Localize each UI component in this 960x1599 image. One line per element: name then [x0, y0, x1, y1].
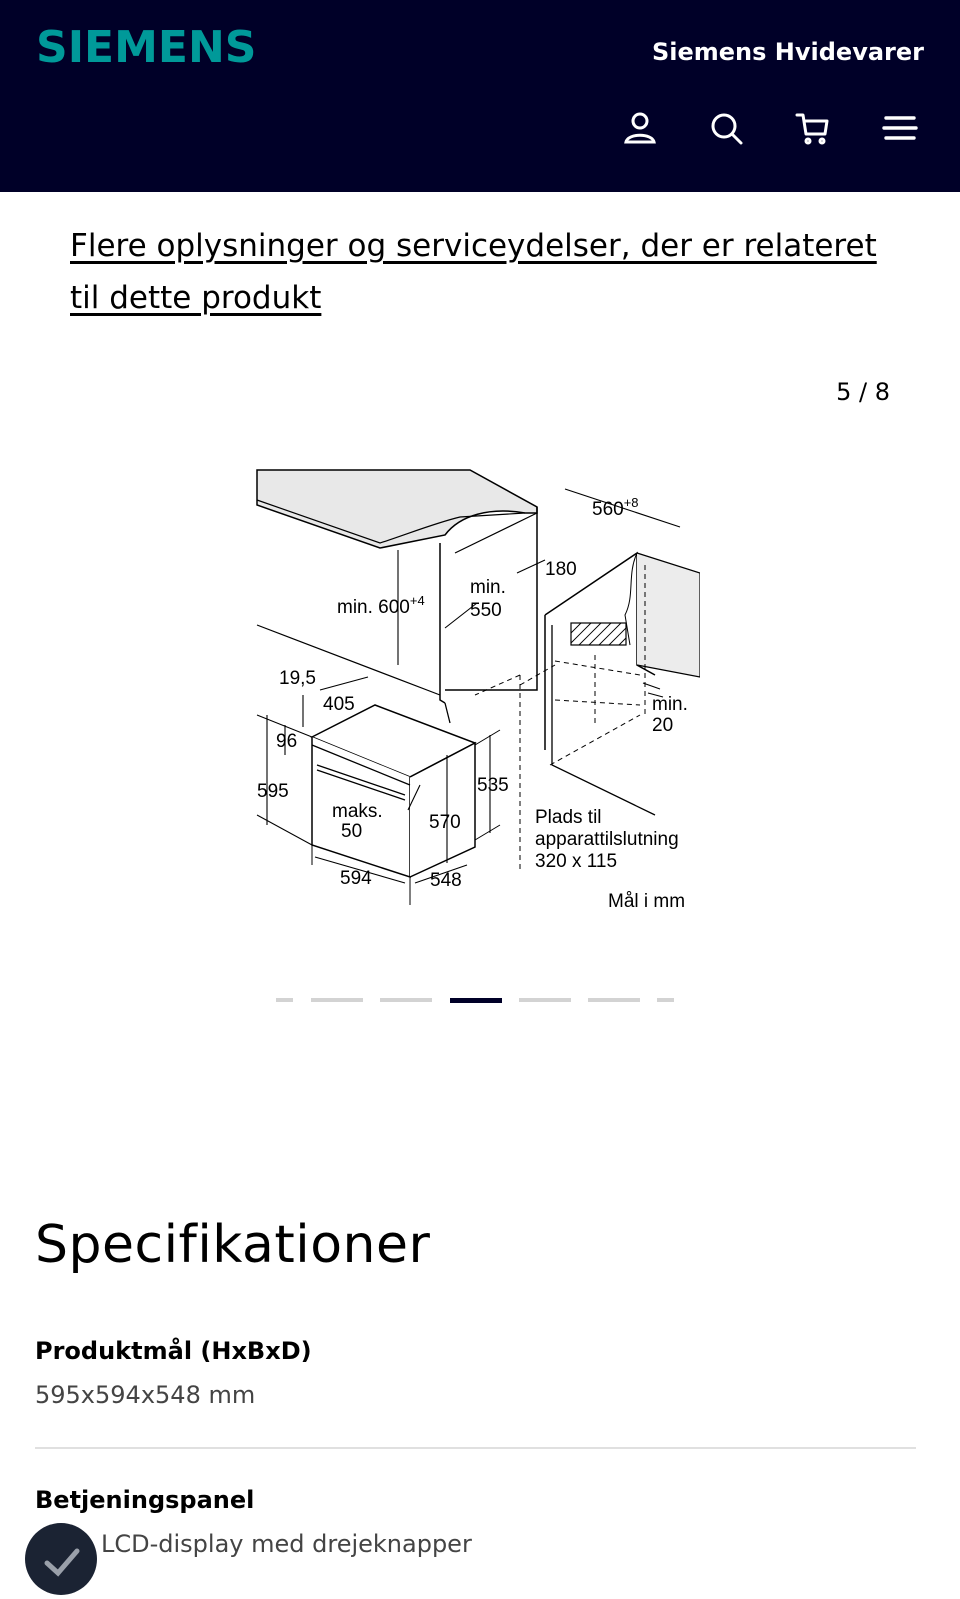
pagination-dot[interactable] [276, 998, 293, 1002]
svg-text:180: 180 [545, 559, 577, 580]
svg-text:min.: min. [652, 694, 688, 715]
diagram-labels: 560+8 180 min. 600+4 min. 550 19,5 405 9… [257, 495, 688, 912]
gallery-counter: 5 / 8 [836, 378, 890, 406]
svg-text:560+8: 560+8 [592, 495, 639, 520]
pagination-dot[interactable] [519, 998, 571, 1002]
svg-text:Plads til: Plads til [535, 807, 602, 828]
trust-badge-icon[interactable] [25, 1523, 97, 1595]
svg-text:20: 20 [652, 715, 673, 736]
svg-text:96: 96 [276, 731, 297, 752]
spec-divider [35, 1447, 916, 1449]
siemens-logo[interactable]: SIEMENS [36, 22, 257, 73]
svg-text:50: 50 [341, 821, 362, 842]
svg-text:min. 600+4: min. 600+4 [337, 593, 425, 618]
pagination-dot[interactable] [588, 998, 640, 1002]
svg-text:405: 405 [323, 694, 355, 715]
svg-text:550: 550 [470, 600, 502, 621]
spec-value-dimensions: 595x594x548 mm [35, 1381, 256, 1409]
svg-text:535: 535 [477, 775, 509, 796]
store-name[interactable]: Siemens Hvidevarer [651, 38, 924, 66]
svg-text:594: 594 [340, 868, 372, 889]
svg-text:548: 548 [430, 870, 462, 891]
search-icon[interactable] [706, 108, 746, 148]
svg-text:Mål i mm: Mål i mm [608, 891, 685, 912]
spec-label-dimensions: Produktmål (HxBxD) [35, 1337, 312, 1365]
pagination-dot[interactable] [380, 998, 432, 1002]
pagination-dot[interactable] [657, 998, 674, 1002]
svg-text:maks.: maks. [332, 801, 383, 822]
svg-text:320 x 115: 320 x 115 [535, 851, 617, 872]
svg-text:570: 570 [429, 812, 461, 833]
svg-text:apparattilslutning: apparattilslutning [535, 829, 679, 850]
installation-diagram[interactable]: 560+8 180 min. 600+4 min. 550 19,5 405 9… [255, 465, 701, 915]
menu-icon[interactable] [880, 108, 920, 148]
related-info-link[interactable]: Flere oplysninger og serviceydelser, der… [70, 228, 877, 316]
spec-value-control-panel: LCD-display med drejeknapper [101, 1530, 472, 1558]
specifications-title: Specifikationer [35, 1215, 431, 1275]
svg-text:595: 595 [257, 781, 289, 802]
svg-text:19,5: 19,5 [279, 668, 316, 689]
svg-text:min.: min. [470, 577, 506, 598]
pagination-dot-active[interactable] [450, 998, 502, 1003]
site-header: SIEMENS Siemens Hvidevarer [0, 0, 960, 192]
cart-icon[interactable] [793, 108, 833, 148]
spec-label-control-panel: Betjeningspanel [35, 1486, 255, 1514]
pagination-dot[interactable] [311, 998, 363, 1002]
user-icon[interactable] [620, 108, 660, 148]
